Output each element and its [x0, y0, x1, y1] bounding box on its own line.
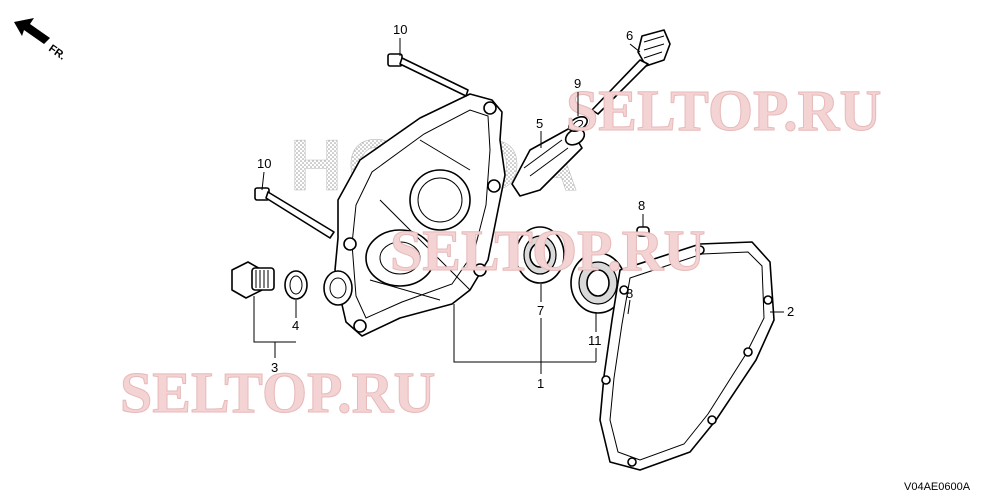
callout-3: 3 — [271, 360, 278, 375]
callout-8-upper: 8 — [638, 198, 645, 213]
oil-filler-neck — [323, 270, 353, 306]
leader-lines — [253, 38, 784, 374]
drawing-code: V04AE0600A — [904, 481, 971, 493]
watermark-top: SELTOP.RU — [566, 78, 881, 143]
watermark-bottom: SELTOP.RU — [120, 360, 435, 425]
crankcase-cover — [334, 93, 506, 337]
drain-plug-washer — [284, 270, 308, 300]
oil-drain-plug — [231, 261, 275, 299]
callout-10-upper: 10 — [393, 22, 407, 37]
callout-2: 2 — [787, 304, 794, 319]
ball-bearing — [570, 252, 626, 314]
callout-9: 9 — [574, 76, 581, 91]
watermark-middle: SELTOP.RU — [390, 218, 705, 283]
callout-5: 5 — [536, 116, 543, 131]
front-direction-label: FR. — [46, 43, 67, 63]
oil-dipstick — [591, 29, 671, 115]
o-ring — [568, 115, 588, 133]
callout-4: 4 — [292, 318, 299, 333]
cover-gasket — [599, 241, 775, 471]
callout-1: 1 — [537, 376, 544, 391]
callout-11: 11 — [588, 333, 602, 348]
flange-bolt-upper — [387, 53, 469, 97]
callout-7: 7 — [537, 303, 544, 318]
oil-seal — [515, 226, 565, 284]
callout-8-lower: 8 — [626, 286, 633, 301]
front-direction-arrow: FR. — [14, 18, 68, 63]
callout-6: 6 — [626, 28, 633, 43]
callout-10-lower: 10 — [257, 156, 271, 171]
